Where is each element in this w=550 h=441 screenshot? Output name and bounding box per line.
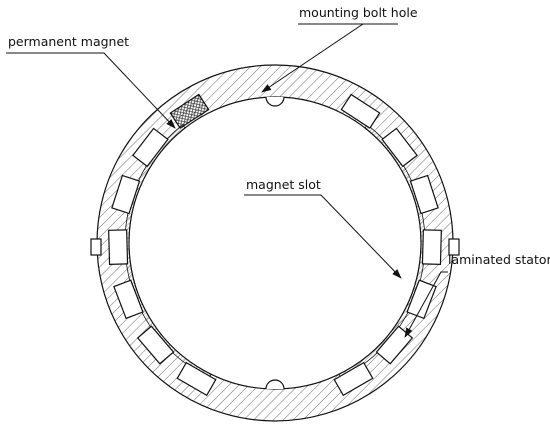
outer-notch-left: [90, 238, 102, 256]
leader-permanent-magnet: [6, 52, 176, 129]
magnet-slot: [108, 229, 129, 265]
magnet-slot: [176, 361, 217, 397]
magnet-slot: [340, 93, 381, 129]
leader-magnet-slot: [244, 194, 402, 279]
leader-line-group: [6, 23, 448, 338]
outer-notch-right: [448, 238, 460, 256]
magnet-slot: [381, 127, 418, 168]
outer-notch-group: [90, 238, 460, 256]
leader-mounting-bolt-hole: [261, 23, 398, 93]
magnet-slot: [132, 127, 169, 168]
label-permanent-magnet: permanent magnet: [8, 34, 129, 49]
label-magnet-slot: magnet slot: [246, 177, 321, 192]
laminated-stator-ring: [96, 64, 454, 422]
label-mounting-bolt-hole: mounting bolt hole: [299, 5, 418, 20]
magnet-slot-group: [108, 93, 442, 397]
magnet-slot: [113, 279, 144, 320]
magnet-slot: [406, 279, 437, 320]
mounting-bolt-hole-bottom: [265, 379, 285, 390]
magnet-slot: [111, 174, 141, 215]
magnet-slot: [333, 361, 374, 397]
label-laminated-stator: laminated stator: [448, 252, 550, 267]
leader-laminated-stator: [404, 271, 448, 338]
mounting-bolt-hole-top: [265, 96, 285, 107]
bore-liner-group: [124, 124, 426, 379]
magnet-slot: [421, 229, 442, 265]
magnet-slot: [136, 325, 175, 365]
magnet-slot: [409, 174, 439, 215]
